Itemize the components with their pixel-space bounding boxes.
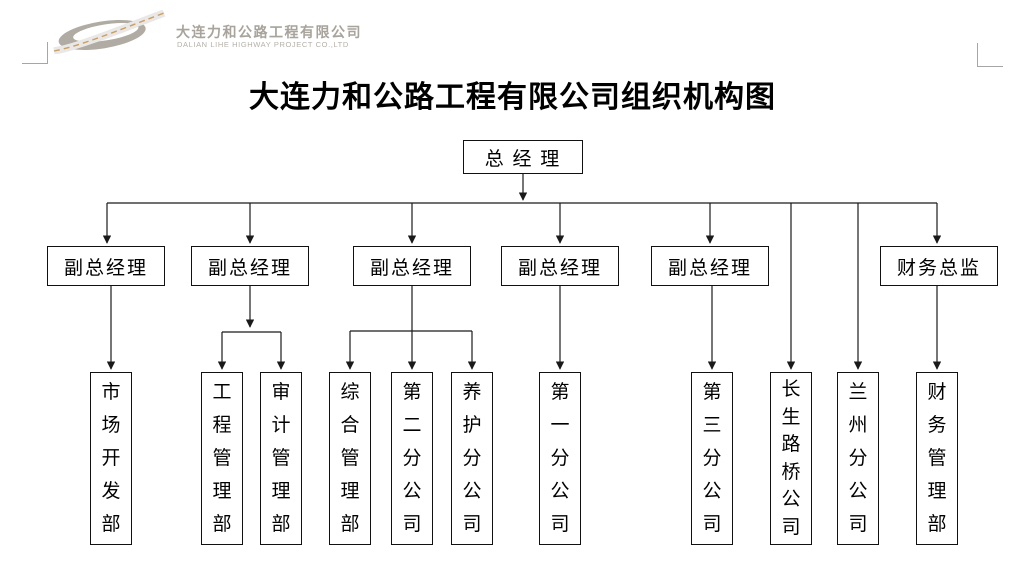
company-logo-icon	[53, 10, 166, 54]
node-first-branch-company-label: 第一分公司	[550, 382, 570, 535]
node-deputy-gm-1-label: 副总经理	[63, 257, 148, 279]
node-finance-management-dept-label: 财务管理部	[927, 382, 947, 535]
node-changsheng-road-bridge-company-label: 长生路桥公司	[781, 379, 801, 538]
node-audit-management-dept: 审计管理部	[260, 372, 302, 545]
node-deputy-gm-4: 副总经理	[501, 246, 619, 286]
node-deputy-gm-2: 副总经理	[191, 246, 309, 286]
node-deputy-gm-5-label: 副总经理	[667, 257, 752, 279]
node-engineering-management-dept-label: 工程管理部	[212, 382, 232, 535]
node-general-management-dept: 综合管理部	[329, 372, 371, 545]
node-deputy-gm-1: 副总经理	[47, 246, 165, 286]
node-second-branch-company-label: 第二分公司	[402, 382, 422, 535]
page-corner-mark-top-left	[22, 42, 48, 64]
node-third-branch-company: 第三分公司	[691, 372, 733, 545]
node-finance-director-label: 财务总监	[896, 257, 981, 279]
node-finance-management-dept: 财务管理部	[916, 372, 958, 545]
company-name-chinese: 大连力和公路工程有限公司	[176, 24, 362, 40]
node-changsheng-road-bridge-company: 长生路桥公司	[770, 372, 812, 545]
node-audit-management-dept-label: 审计管理部	[271, 382, 291, 535]
node-lanzhou-branch-company-label: 兰州分公司	[848, 382, 868, 535]
node-deputy-gm-5: 副总经理	[651, 246, 769, 286]
node-general-manager-label: 总 经 理	[484, 148, 562, 170]
page-corner-mark-top-right	[977, 43, 1003, 67]
node-maintenance-branch-company: 养护分公司	[451, 372, 493, 545]
node-second-branch-company: 第二分公司	[391, 372, 433, 545]
node-deputy-gm-3-label: 副总经理	[369, 257, 454, 279]
company-name-english: DALIAN LIHE HIGHWAY PROJECT CO.,LTD	[177, 40, 349, 49]
node-engineering-management-dept: 工程管理部	[201, 372, 243, 545]
node-market-development-dept: 市场开发部	[90, 372, 132, 545]
node-general-management-dept-label: 综合管理部	[340, 382, 360, 535]
node-market-development-dept-label: 市场开发部	[101, 382, 121, 535]
node-first-branch-company: 第一分公司	[539, 372, 581, 545]
node-third-branch-company-label: 第三分公司	[702, 382, 722, 535]
node-deputy-gm-3: 副总经理	[353, 246, 471, 286]
node-lanzhou-branch-company: 兰州分公司	[837, 372, 879, 545]
node-finance-director: 财务总监	[880, 246, 998, 286]
node-maintenance-branch-company-label: 养护分公司	[462, 382, 482, 535]
node-deputy-gm-4-label: 副总经理	[517, 257, 602, 279]
node-deputy-gm-2-label: 副总经理	[207, 257, 292, 279]
node-general-manager: 总 经 理	[463, 140, 583, 174]
org-chart-title: 大连力和公路工程有限公司组织机构图	[249, 81, 776, 114]
